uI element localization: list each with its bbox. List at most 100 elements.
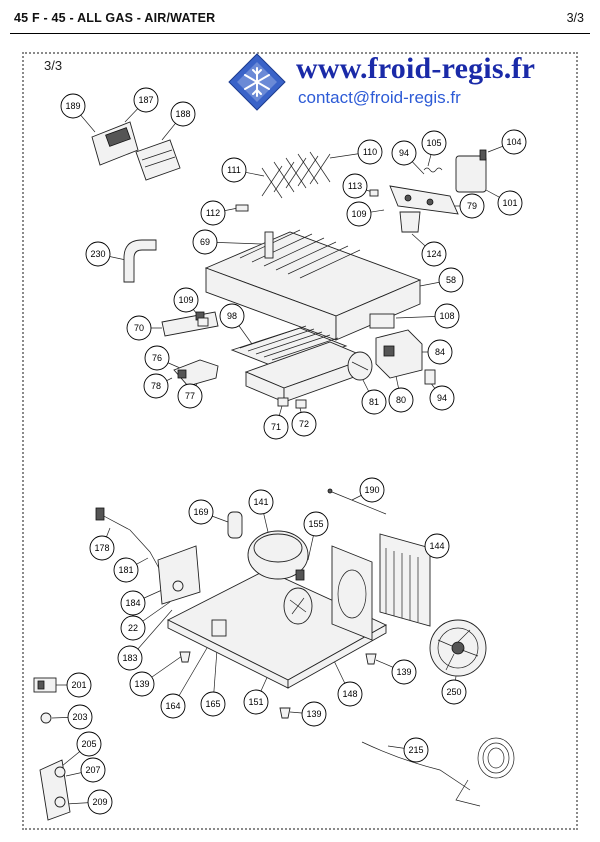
callout-label: 78 <box>151 381 161 391</box>
callout-label: 112 <box>206 208 220 218</box>
callout-label: 148 <box>342 689 357 699</box>
callout-label: 188 <box>175 109 190 119</box>
callout-58: 58 <box>438 267 464 293</box>
callout-label: 77 <box>185 391 195 401</box>
callout-label: 215 <box>408 745 423 755</box>
callout-110: 110 <box>357 139 383 165</box>
callout-label: 187 <box>138 95 153 105</box>
callout-148: 148 <box>337 681 363 707</box>
page-number: 3/3 <box>566 11 584 25</box>
callout-label: 84 <box>435 347 445 357</box>
callout-77: 77 <box>177 383 203 409</box>
callout-label: 124 <box>426 249 441 259</box>
callout-label: 155 <box>308 519 323 529</box>
callout-78: 78 <box>143 373 169 399</box>
callout-71: 71 <box>263 414 289 440</box>
callout-250: 250 <box>441 679 467 705</box>
callout-label: 178 <box>94 543 109 553</box>
compressor-part <box>247 530 309 581</box>
callout-203: 203 <box>67 704 93 730</box>
callout-113: 113 <box>342 173 368 199</box>
callout-209: 209 <box>87 789 113 815</box>
callout-139: 139 <box>129 671 155 697</box>
callout-151: 151 <box>243 689 269 715</box>
flue-part <box>264 231 274 259</box>
electronic-module-part <box>135 139 181 181</box>
callout-72: 72 <box>291 411 317 437</box>
burner-support-part <box>369 313 395 329</box>
callout-label: 190 <box>364 485 379 495</box>
callout-label: 184 <box>125 598 140 608</box>
callout-label: 209 <box>92 797 107 807</box>
brand-url[interactable]: www.froid-regis.fr <box>296 52 536 85</box>
sheet-label: 3/3 <box>44 58 63 73</box>
capacitor-part <box>227 511 243 539</box>
callout-22: 22 <box>120 615 146 641</box>
callout-label: 105 <box>426 138 441 148</box>
rubber-foot-part <box>179 651 377 719</box>
callout-181: 181 <box>113 557 139 583</box>
callout-215: 215 <box>403 737 429 763</box>
callout-label: 165 <box>205 699 220 709</box>
callout-label: 98 <box>227 311 237 321</box>
callout-label: 94 <box>399 148 409 158</box>
callout-205: 205 <box>76 731 102 757</box>
callout-label: 144 <box>429 541 444 551</box>
callout-label: 70 <box>134 323 144 333</box>
base-plate-part <box>167 569 387 689</box>
callout-label: 69 <box>200 237 210 247</box>
callout-label: 139 <box>396 667 411 677</box>
ignition-electrode-part <box>235 204 249 212</box>
callout-label: 108 <box>439 311 454 321</box>
callout-label: 151 <box>248 697 263 707</box>
hinge-pin-part <box>197 317 209 327</box>
diagram-frame <box>22 52 578 830</box>
callout-101: 101 <box>497 190 523 216</box>
callout-76: 76 <box>144 345 170 371</box>
callout-label: 110 <box>363 147 377 157</box>
burner-head-part <box>261 151 331 199</box>
callout-label: 169 <box>193 507 208 517</box>
callout-139: 139 <box>391 659 417 685</box>
thermostat-bracket-part <box>389 185 459 215</box>
thermostat-part <box>211 619 227 637</box>
transformer-box-part <box>375 329 423 379</box>
callout-label: 71 <box>271 422 281 432</box>
handle-bracket-part <box>123 239 157 283</box>
callout-label: 181 <box>118 565 133 575</box>
callout-164: 164 <box>160 693 186 719</box>
door-latch-part <box>173 359 219 387</box>
callout-label: 230 <box>90 249 105 259</box>
terminal-box-part <box>39 759 71 821</box>
header-divider <box>10 33 590 34</box>
document-title: 45 F - 45 - ALL GAS - AIR/WATER <box>14 11 216 25</box>
screw-part <box>369 189 379 197</box>
callout-124: 124 <box>421 241 447 267</box>
callout-183: 183 <box>117 645 143 671</box>
callout-label: 109 <box>178 295 193 305</box>
callout-label: 101 <box>502 198 517 208</box>
callout-label: 139 <box>134 679 149 689</box>
callout-144: 144 <box>424 533 450 559</box>
callout-81: 81 <box>361 389 387 415</box>
grommet-part <box>40 712 52 724</box>
callout-230: 230 <box>85 241 111 267</box>
callout-169: 169 <box>188 499 214 525</box>
condenser-part <box>379 533 431 627</box>
callout-label: 22 <box>128 623 138 633</box>
callout-141: 141 <box>248 489 274 515</box>
gas-valve-part <box>455 149 487 193</box>
fan-motor-part <box>283 587 313 625</box>
connector-block-part <box>33 677 57 693</box>
callout-84: 84 <box>427 339 453 365</box>
power-cord-part <box>95 507 161 571</box>
callout-label: 104 <box>506 137 521 147</box>
absorption-unit-part <box>204 229 422 341</box>
suction-tube-part <box>327 488 387 515</box>
callout-label: 164 <box>165 701 180 711</box>
brand-contact-email[interactable]: contact@froid-regis.fr <box>298 88 461 107</box>
callout-155: 155 <box>303 511 329 537</box>
callout-label: 113 <box>348 181 362 191</box>
